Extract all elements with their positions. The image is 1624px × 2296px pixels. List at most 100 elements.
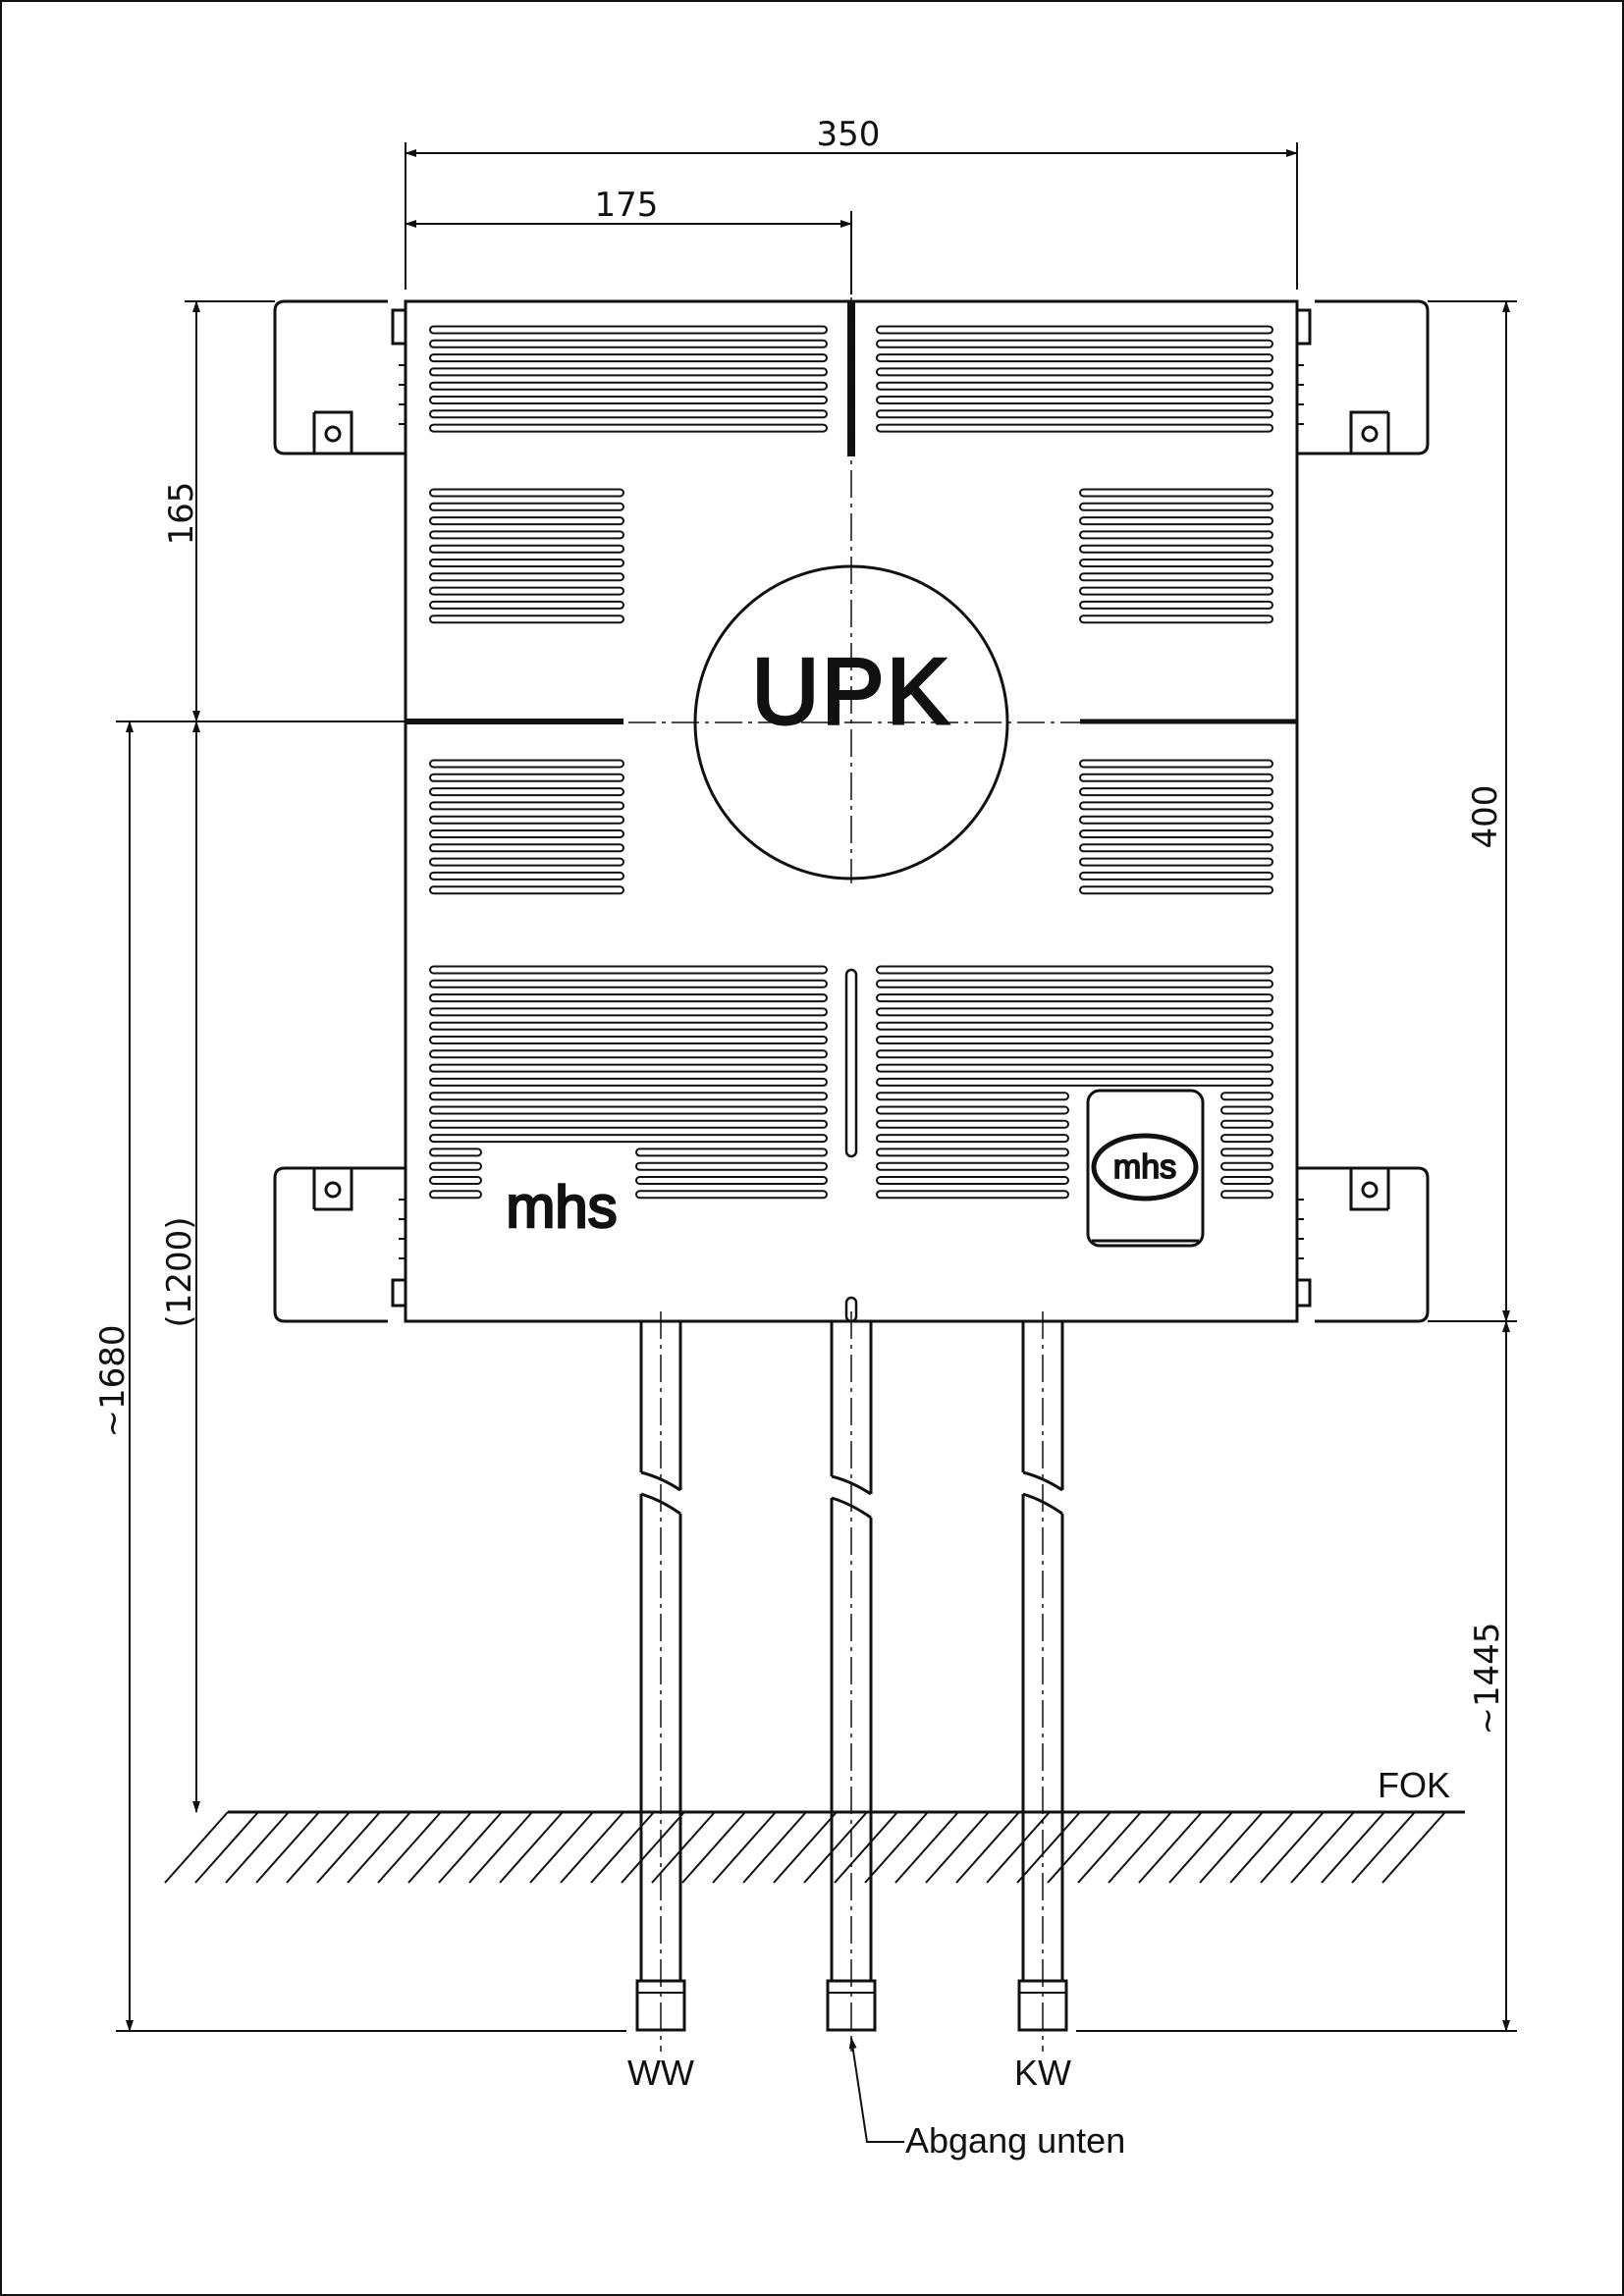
slat (429, 367, 828, 377)
slat (876, 1119, 1069, 1129)
hatch-line (316, 1811, 381, 1884)
slat (876, 367, 1273, 377)
slat (429, 1077, 828, 1087)
pipe-ww-label: WW (627, 2053, 694, 2093)
slat (429, 396, 828, 404)
mhs-badge: mhs (1086, 1089, 1205, 1248)
slat (1220, 1148, 1273, 1157)
dim-400-label: 400 (1466, 785, 1505, 849)
slat (429, 559, 624, 567)
pipe-break (1022, 1470, 1063, 1492)
pipe-break (831, 1474, 872, 1496)
slat (876, 1134, 1069, 1144)
hatch-line (194, 1811, 259, 1884)
hatch-line (1351, 1811, 1416, 1884)
hatch-line (286, 1811, 351, 1884)
pipe-wall (830, 1321, 873, 1494)
slat (429, 1148, 482, 1157)
dimension-height-1680: ~1680 (93, 721, 626, 2032)
slat (1079, 530, 1273, 540)
hatch-line (377, 1811, 442, 1884)
dim-1680-label: ~1680 (93, 1324, 133, 1437)
hatch-line (529, 1811, 594, 1884)
pipe (635, 1311, 686, 2052)
slat (429, 993, 828, 1003)
slat (1220, 1134, 1273, 1144)
slat (876, 1021, 1273, 1031)
dim-1200-label: (1200) (160, 1216, 199, 1327)
slat (429, 586, 624, 596)
slat (429, 815, 624, 825)
slat (429, 965, 828, 975)
slat (1079, 801, 1273, 811)
slat (429, 1119, 828, 1129)
dimension-width-350: 350 (405, 115, 1298, 290)
slat (429, 843, 624, 853)
slat (1079, 559, 1273, 567)
slat (876, 1092, 1069, 1101)
slat (876, 353, 1273, 363)
mhs-logo-text: mhs (506, 1174, 617, 1240)
hatch-line (1047, 1811, 1111, 1884)
slat (635, 1176, 828, 1185)
slat (429, 353, 828, 363)
slat (429, 516, 624, 526)
hatch-line (407, 1811, 472, 1884)
hatch-line (773, 1811, 838, 1884)
slat (635, 1148, 828, 1157)
slat (429, 600, 624, 610)
hatch-line (499, 1811, 564, 1884)
slat (876, 1049, 1273, 1059)
slat (1220, 1190, 1273, 1200)
hatch-line (955, 1811, 1020, 1884)
mhs-badge-text: mhs (1113, 1148, 1176, 1186)
mounting-bracket-top-right (1297, 299, 1430, 455)
hatch-line (925, 1811, 990, 1884)
slat (876, 979, 1273, 988)
hatch-line (1108, 1811, 1172, 1884)
slat (429, 773, 624, 782)
ventilation-slats (429, 325, 1273, 1200)
hatch-line (1381, 1811, 1446, 1884)
hatch-line (1321, 1811, 1385, 1884)
slat (876, 1161, 1069, 1171)
outlet-label: Abgang unten (905, 2120, 1125, 2161)
mounting-bracket-bottom-right (1297, 1166, 1430, 1323)
pipes (635, 1311, 1068, 2052)
slat (1079, 759, 1273, 769)
slat (1079, 815, 1273, 825)
slat (876, 1063, 1273, 1073)
slat (1079, 843, 1273, 853)
slat (429, 339, 828, 348)
slat (429, 530, 624, 540)
hatch-line (803, 1811, 868, 1884)
hatch-line (1260, 1811, 1325, 1884)
slat (429, 502, 624, 511)
slat (429, 614, 624, 624)
dimension-height-400: 400 (1428, 300, 1517, 1322)
slat (429, 829, 624, 838)
hatch-line (681, 1811, 746, 1884)
slat (876, 1105, 1069, 1115)
slat (876, 1190, 1069, 1200)
slat (1220, 1161, 1273, 1171)
hatch-line (1077, 1811, 1142, 1884)
slat (429, 1036, 828, 1044)
pipe-wall (639, 1494, 682, 1981)
hatch-line (986, 1811, 1051, 1884)
upk-title: UPK (751, 639, 950, 744)
slat (429, 1134, 828, 1144)
slat (1079, 600, 1273, 610)
floor-hatching (164, 1811, 1446, 1884)
slat (1220, 1119, 1273, 1129)
dimension-height-1445: ~1445 (1076, 1320, 1517, 2032)
slat (429, 759, 624, 769)
hatch-line (834, 1811, 898, 1884)
mounting-bracket-bottom-left (273, 1166, 406, 1323)
hatch-line (468, 1811, 533, 1884)
hatch-line (651, 1811, 716, 1884)
slat (1079, 614, 1273, 624)
pipe (1017, 1311, 1068, 2052)
hatch-line (621, 1811, 685, 1884)
